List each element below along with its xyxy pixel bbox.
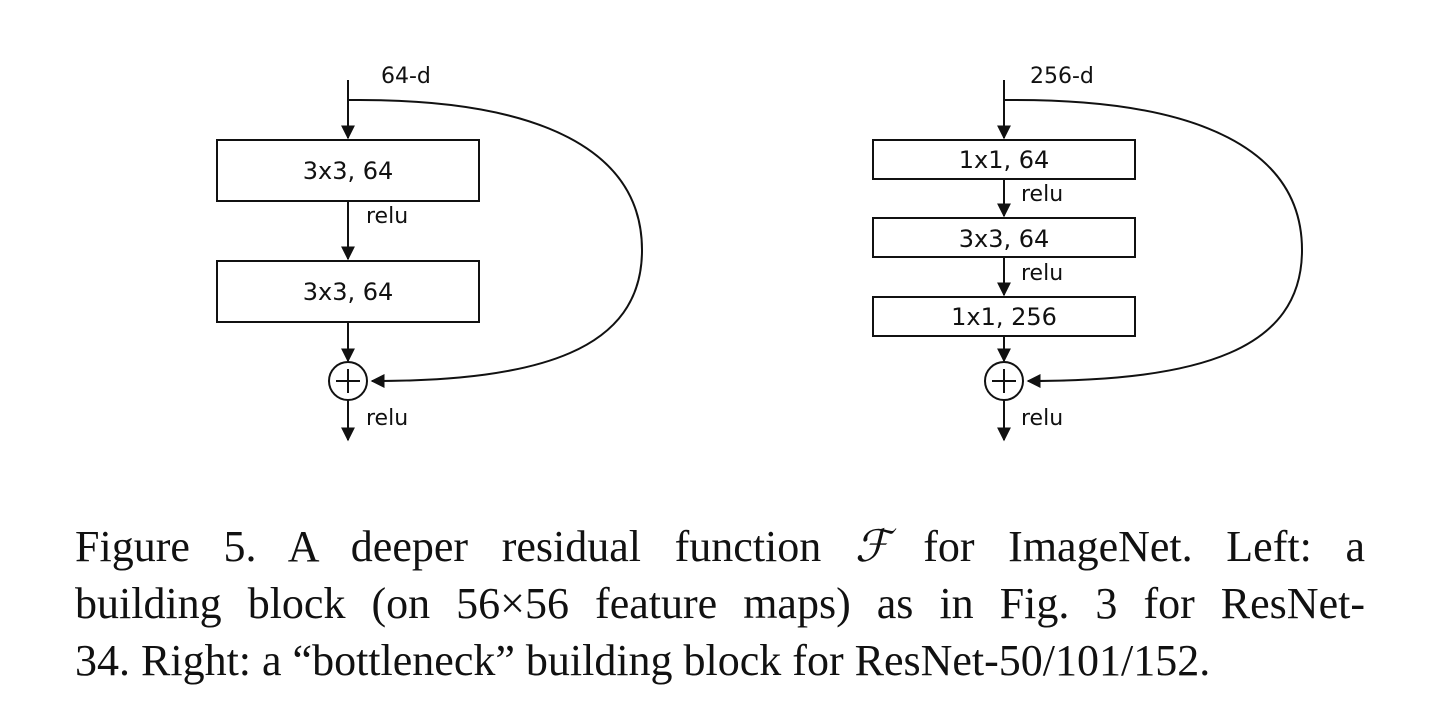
left-layer-box-2: [216, 260, 480, 323]
left-layer-box-1: [216, 139, 480, 202]
caption-line-1-start: Figure 5. A deeper residual function: [75, 522, 855, 571]
left-shortcut-connection: [348, 99, 644, 388]
right-relu-label-2: relu: [1021, 261, 1063, 286]
right-layer-label-3: 1x1, 256: [951, 303, 1057, 331]
caption-line-1-end: for ImageNet. Left: a: [889, 522, 1365, 571]
right-bottleneck-block: 256-d 1x1, 64 relu 3x3, 64 relu 1x1, 256…: [872, 64, 1304, 442]
left-relu-label-1: relu: [366, 204, 408, 229]
caption-line-1: Figure 5. A deeper residual function ℱ f…: [75, 518, 1365, 575]
left-building-block: 64-d 3x3, 64 relu 3x3, 64 relu: [216, 64, 644, 442]
left-layer-label-2: 3x3, 64: [303, 278, 394, 306]
left-input-dim-label: 64-d: [381, 64, 431, 89]
residual-function-symbol: ℱ: [854, 521, 890, 572]
right-layer-box-3: [872, 296, 1136, 337]
right-output-relu-label: relu: [1021, 406, 1063, 431]
right-shortcut-connection: [1004, 99, 1304, 388]
caption-line-2: building block (on 56×56 feature maps) a…: [75, 579, 1365, 628]
right-relu-label-1: relu: [1021, 182, 1063, 207]
left-output-relu-label: relu: [366, 406, 408, 431]
resnet-block-diagram: 64-d 3x3, 64 relu 3x3, 64 relu 256-d 1x1…: [216, 64, 1304, 442]
right-input-dim-label: 256-d: [1030, 64, 1094, 89]
left-layer-label-1: 3x3, 64: [303, 157, 394, 185]
right-layer-label-2: 3x3, 64: [959, 225, 1050, 253]
right-layer-label-1: 1x1, 64: [959, 146, 1050, 174]
caption-line-3: 34. Right: a “bottleneck” building block…: [75, 636, 1211, 685]
figure-caption: Figure 5. A deeper residual function ℱ f…: [75, 518, 1365, 689]
